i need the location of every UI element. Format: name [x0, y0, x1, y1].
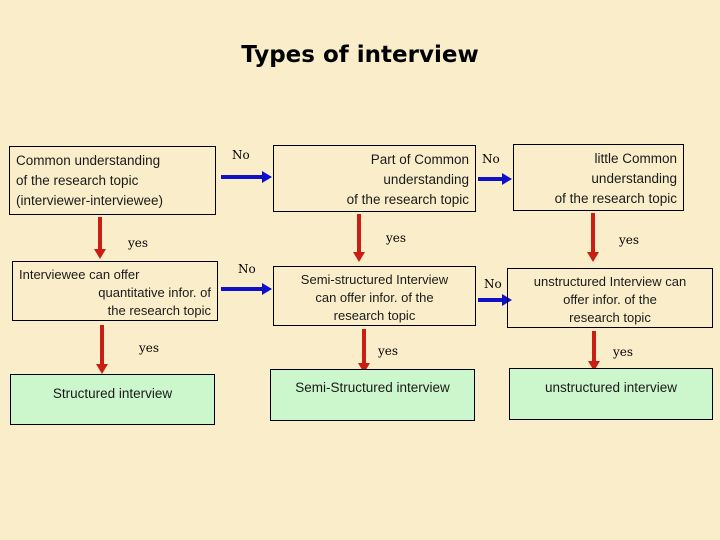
node-line: understanding	[591, 171, 677, 186]
node-line: Common understanding	[16, 153, 161, 168]
node-line: Part of Common	[370, 152, 469, 167]
terminal-node-semi-structured-interview[interactable]: Semi-Structured interview	[270, 369, 475, 421]
edge-label-no-r1-c1-c2: No	[232, 148, 250, 162]
node-line: (interviewer-interviewee)	[16, 193, 164, 208]
edge-label-yes-c3-r2-r3: yes	[613, 345, 634, 359]
arrow-yes-c3-r2-r3	[588, 331, 600, 371]
terminal-node-structured-interview[interactable]: Structured interview	[10, 374, 215, 425]
decision-node-unstructured-can-offer[interactable]: unstructured Interview can offer infor. …	[507, 268, 713, 328]
terminal-node-unstructured-interview[interactable]: unstructured interview	[509, 368, 713, 420]
edge-label-no-r1-c2-c3: No	[482, 152, 500, 166]
node-line: of the research topic	[554, 191, 677, 206]
decision-node-little-common-understanding[interactable]: little Common understanding of the resea…	[513, 144, 684, 211]
node-line: the research topic	[107, 303, 211, 318]
node-line: research topic	[569, 310, 651, 325]
arrow-no-r1-c2-c3	[478, 173, 512, 185]
arrow-yes-c1-r1-r2	[94, 217, 106, 259]
arrow-no-r2-c2-c3	[478, 294, 512, 306]
node-line: unstructured interview	[544, 380, 678, 395]
arrow-yes-c3-r1-r2	[587, 213, 599, 262]
node-line: Structured interview	[52, 386, 173, 401]
edge-label-no-r2-c2-c3: No	[484, 277, 502, 291]
decision-node-interviewee-quantitative[interactable]: Interviewee can offer quantitative infor…	[12, 261, 218, 321]
node-line: of the research topic	[346, 192, 469, 207]
node-line: understanding	[383, 172, 469, 187]
decision-node-part-of-common-understanding[interactable]: Part of Common understanding of the rese…	[273, 145, 476, 212]
node-line: unstructured Interview can	[533, 274, 687, 289]
edge-label-yes-c3-r1-r2: yes	[619, 233, 640, 247]
arrow-no-r2-c1-c2	[221, 283, 272, 295]
node-line: Interviewee can offer	[19, 267, 140, 282]
edge-label-no-r2-c1-c2: No	[238, 262, 256, 276]
node-line: research topic	[333, 308, 416, 323]
decision-node-common-understanding[interactable]: Common understanding of the research top…	[9, 146, 216, 215]
node-line: offer infor. of the	[563, 292, 657, 307]
arrow-yes-c1-r2-r3	[96, 325, 108, 374]
edge-label-yes-c2-r2-r3: yes	[378, 344, 399, 358]
node-line: of the research topic	[16, 173, 139, 188]
edge-label-yes-c2-r1-r2: yes	[386, 231, 407, 245]
decision-node-semi-structured-can-offer[interactable]: Semi-structured Interview can offer info…	[273, 266, 476, 326]
node-line: quantitative infor. of	[98, 285, 211, 300]
edge-label-yes-c1-r2-r3: yes	[139, 341, 160, 355]
node-line: can offer infor. of the	[315, 290, 434, 305]
arrow-no-r1-c1-c2	[221, 171, 272, 183]
node-line: Semi-structured Interview	[300, 272, 449, 287]
edge-label-yes-c1-r1-r2: yes	[128, 236, 149, 250]
node-line: Semi-Structured interview	[295, 380, 450, 395]
node-line: little Common	[594, 151, 677, 166]
page-title: Types of interview	[241, 42, 479, 68]
arrow-yes-c2-r1-r2	[353, 214, 365, 262]
arrow-yes-c2-r2-r3	[358, 329, 370, 373]
